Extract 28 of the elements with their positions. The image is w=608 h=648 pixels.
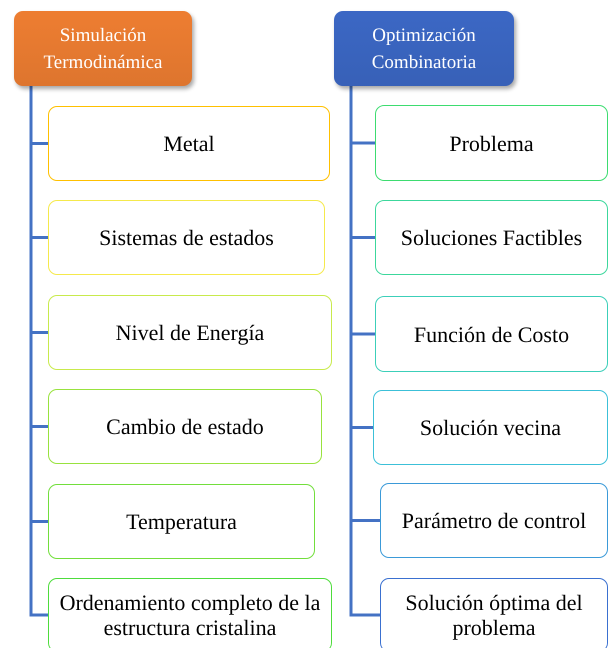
- topic-box: [48, 484, 315, 559]
- topic-box: [375, 105, 608, 181]
- topic-box: [48, 295, 332, 370]
- topic-label: Parámetro de control: [400, 508, 588, 533]
- topic-box: [48, 389, 322, 464]
- topic-box: [380, 578, 608, 648]
- topic-box: [48, 578, 332, 648]
- topic-box: [48, 106, 330, 181]
- topic-box: [48, 200, 325, 275]
- topic-label: Función de Costo: [412, 322, 570, 346]
- topic-label: Sistemas de estados: [98, 225, 275, 250]
- topic-label: Soluciones Factibles: [400, 225, 584, 250]
- topic-box: [375, 200, 608, 275]
- topic-label: Metal: [162, 131, 216, 156]
- header-box: [14, 11, 192, 86]
- topic-box: [380, 483, 608, 558]
- header-box: [334, 11, 514, 86]
- topic-label: Solución vecina: [418, 415, 562, 440]
- topic-label: Cambio de estado: [105, 414, 265, 439]
- topic-label: Problema: [448, 130, 535, 156]
- topic-box: [375, 296, 608, 372]
- topic-label: Optimización Combinatoria: [370, 24, 478, 74]
- topic-label: Solución óptima del problema: [404, 590, 584, 640]
- topic-label: Nivel de Energía: [114, 320, 266, 345]
- topic-box: [373, 390, 608, 465]
- topic-label: Simulación Termodinámica: [42, 24, 164, 74]
- topic-label: Temperatura: [125, 509, 238, 534]
- topic-label: Ordenamiento completo de la estructura cristalina: [58, 590, 322, 640]
